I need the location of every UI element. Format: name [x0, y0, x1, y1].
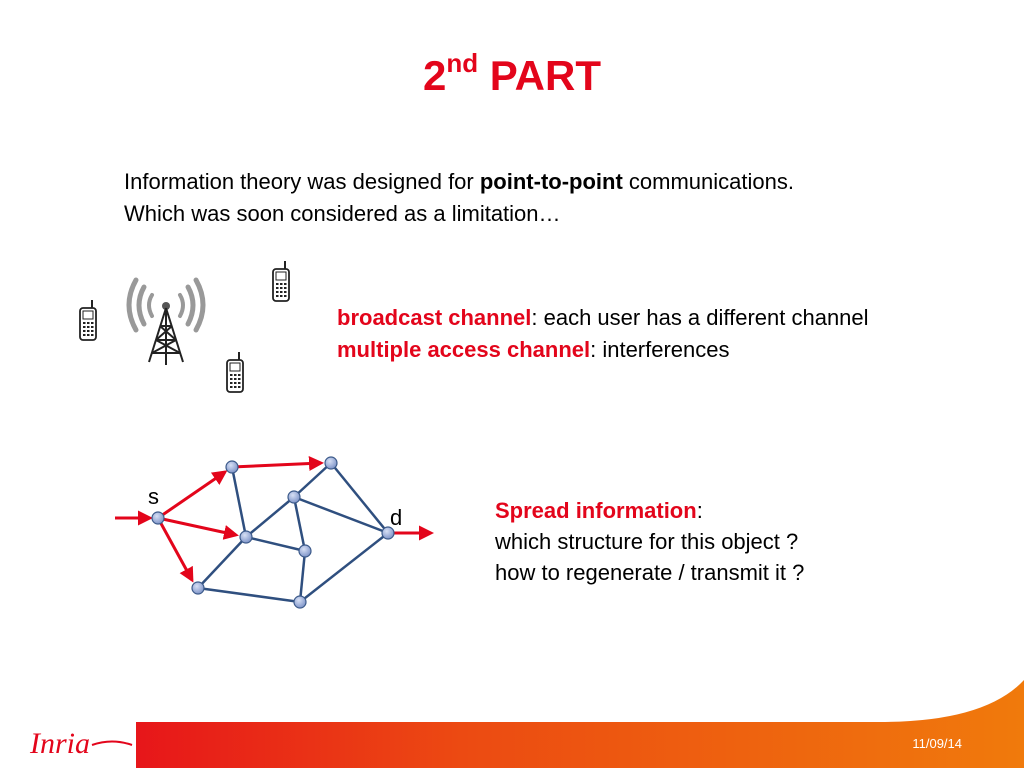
mobile-phone-icon	[226, 352, 244, 393]
intro-line-1: Information theory was designed for poin…	[124, 169, 794, 194]
mac-line: multiple access channel: interferences	[337, 337, 730, 362]
destination-label: d	[390, 505, 403, 530]
graph-node	[324, 456, 338, 470]
graph-node	[293, 595, 307, 609]
broadcast-line: broadcast channel: each user has a diffe…	[337, 305, 869, 330]
spread-heading: Spread information:	[495, 498, 703, 523]
graph-node	[287, 490, 301, 504]
spread-line-2: how to regenerate / transmit it ?	[495, 560, 805, 585]
footer-date: 11/09/14	[912, 736, 962, 751]
mobile-phone-icon	[272, 261, 290, 302]
spread-line-1: which structure for this object ?	[495, 529, 799, 554]
channel-descriptions: broadcast channel: each user has a diffe…	[337, 302, 869, 366]
cell-tower-icon	[126, 277, 206, 365]
svg-text:Inria: Inria	[29, 727, 90, 760]
intro-text: Information theory was designed for poin…	[124, 166, 794, 230]
graph-node-destination	[381, 526, 395, 540]
graph-node	[225, 460, 239, 474]
graph-node	[239, 530, 253, 544]
graph-node-source	[151, 511, 165, 525]
inria-logo: Inria	[29, 727, 133, 760]
source-label: s	[148, 484, 159, 509]
network-graph	[115, 456, 434, 609]
spread-info-text: Spread information: which structure for …	[495, 495, 804, 588]
intro-line-2: Which was soon considered as a limitatio…	[124, 201, 561, 226]
graph-node	[191, 581, 205, 595]
graph-node	[298, 544, 312, 558]
footer-band	[0, 680, 1024, 768]
graph-nodes	[151, 456, 395, 609]
graph-edges	[197, 462, 389, 604]
slide-title: 2nd PART	[422, 48, 601, 99]
mobile-phone-icon	[79, 300, 97, 341]
graph-red-arrows	[115, 456, 434, 583]
